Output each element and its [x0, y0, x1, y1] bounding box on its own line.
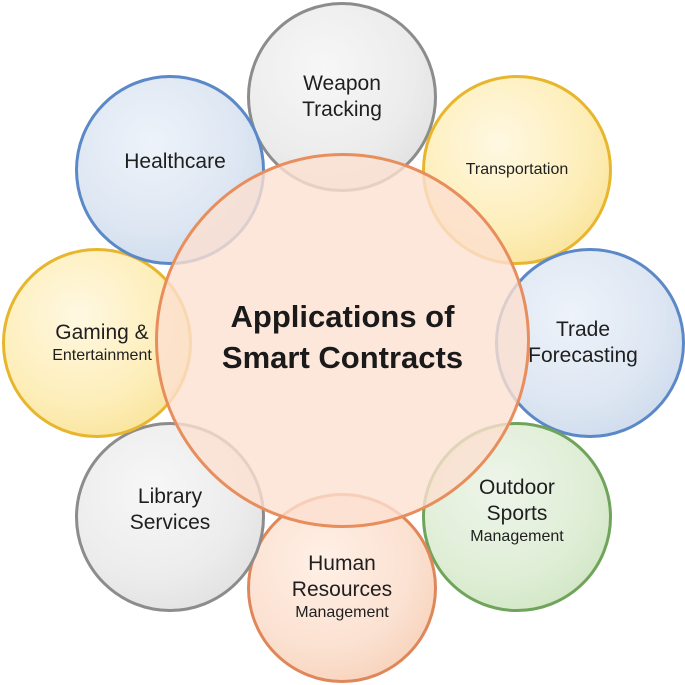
circle-trade-forecasting: Trade Forecasting	[495, 248, 685, 438]
line: Healthcare	[124, 149, 226, 173]
line: Entertainment	[52, 347, 152, 365]
line: Transportation	[465, 161, 569, 178]
circle-human-resources-management: Human Resources Management	[247, 493, 437, 683]
circle-label: Library Services	[130, 484, 211, 537]
line: Sports	[486, 502, 548, 525]
center-circle: Applications of Smart Contracts	[155, 153, 530, 528]
line: Weapon	[303, 71, 381, 95]
line: Services	[129, 511, 211, 534]
line: Management	[470, 528, 564, 546]
circle-label: Weapon Tracking	[302, 71, 382, 124]
line: Tracking	[302, 98, 382, 121]
center-title-line-2: Smart Contracts	[221, 339, 464, 375]
line: Trade	[555, 317, 611, 341]
line: Management	[295, 604, 389, 622]
circle-label: Gaming & Entertainment	[52, 320, 152, 366]
line: Library	[137, 484, 203, 508]
circle-label: Trade Forecasting	[528, 317, 638, 370]
line: Human	[308, 551, 376, 575]
circle-label: Transportation	[466, 160, 569, 180]
circle-label: Outdoor Sports Management	[470, 475, 563, 548]
line: Forecasting	[528, 344, 638, 367]
center-title-line-1: Applications of	[230, 299, 455, 335]
circle-label: Healthcare	[124, 149, 226, 175]
circle-label: Human Resources Management	[292, 551, 392, 624]
center-label: Applications of Smart Contracts	[222, 297, 463, 378]
line: Resources	[291, 578, 393, 601]
line: Outdoor	[479, 475, 555, 499]
line: Gaming &	[55, 320, 149, 344]
